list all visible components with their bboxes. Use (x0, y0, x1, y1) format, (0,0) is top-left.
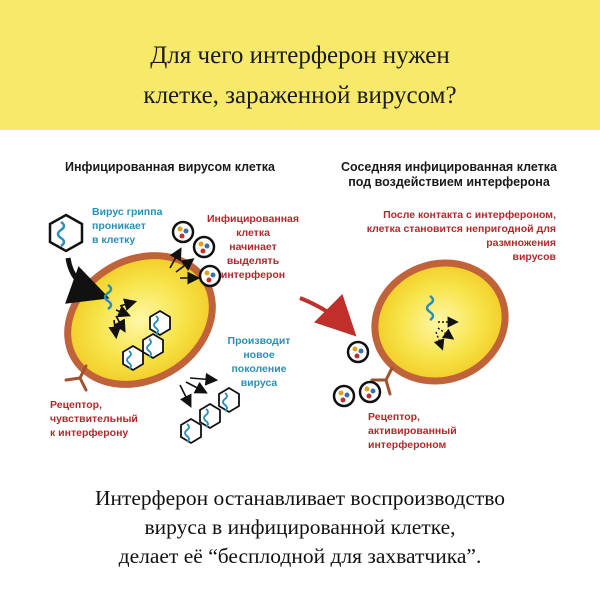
entry-arrow (65, 257, 110, 304)
receptor-icon (64, 364, 88, 392)
virus-hexagon-icon (122, 344, 144, 372)
effect-label: После контакта с интерфероном, клетка ст… (366, 209, 556, 263)
left-panel-heading: Инфицированная вирусом клетка (64, 160, 275, 174)
interferon-molecule-icon (358, 380, 382, 404)
interferon-molecule-icon (346, 340, 370, 364)
secretion-arrows (169, 247, 201, 285)
receptor-sensitive-label: Рецептор, чувствительный к интерферону (50, 399, 138, 439)
interferon-molecule-icon (171, 220, 195, 244)
title-line-2: клетке, зараженной вирусом? (143, 82, 457, 109)
title-line-1: Для чего интерферон нужен (150, 42, 450, 69)
virus-hexagon-icon (48, 213, 84, 253)
interferon-molecule-icon (192, 235, 216, 259)
secretes-interferon-label: Инфицированная клетка начинает выделять … (206, 213, 300, 281)
receptor-icon (370, 366, 394, 396)
virus-hexagon-icon (218, 386, 240, 414)
viral-rna-icon (103, 283, 113, 311)
inner-arrows (108, 298, 138, 340)
viral-rna-icon (425, 294, 435, 322)
release-arrows (179, 372, 219, 408)
receptor-activated-label: Рецептор, активированный интерфероном (368, 411, 457, 451)
virus-enters-label: Вирус гриппа проникает в клетку (92, 206, 163, 246)
footer-line-3: делает её “бесплодной для захватчика”. (118, 544, 482, 568)
interferon-molecule-icon (332, 384, 356, 408)
new-generation-label: Производит новое поколение вируса (227, 335, 291, 389)
blocked-arrows (433, 316, 459, 351)
virus-hexagon-icon (142, 332, 164, 360)
virus-hexagon-icon (199, 402, 221, 430)
transfer-arrow (299, 294, 357, 337)
virus-hexagon-icon (149, 309, 171, 337)
header-band (0, 0, 600, 130)
virus-hexagon-icon (180, 417, 202, 445)
right-panel-heading: Соседняя инфицированная клетка под возде… (340, 160, 558, 189)
footer-line-2: вируса в инфицированной клетке, (144, 515, 456, 539)
footer-line-1: Интерферон останавливает воспроизводство (94, 486, 506, 510)
